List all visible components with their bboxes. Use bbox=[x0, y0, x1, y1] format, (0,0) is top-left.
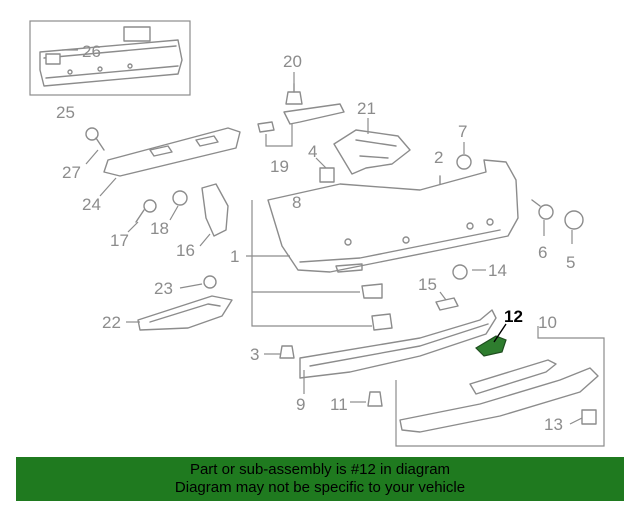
part-5-cap bbox=[564, 210, 584, 230]
reinforcement-box bbox=[29, 20, 191, 96]
callout-17: 17 bbox=[110, 231, 129, 250]
callout-20: 20 bbox=[283, 52, 302, 71]
callout-4: 4 bbox=[308, 142, 317, 161]
part-1-clip-b bbox=[371, 313, 393, 331]
part-23-bolt bbox=[203, 275, 217, 289]
part-18-nut bbox=[172, 190, 188, 206]
part-1-bumper-cover bbox=[267, 159, 519, 273]
callout-6: 6 bbox=[538, 243, 547, 262]
callout-12: 12 bbox=[504, 307, 523, 326]
part-24-absorber bbox=[103, 127, 241, 177]
part-20-pin bbox=[285, 83, 303, 105]
callout-3: 3 bbox=[250, 345, 259, 364]
callout-7: 7 bbox=[458, 122, 467, 141]
part-15-spacer bbox=[435, 297, 459, 311]
part-16-bracket bbox=[201, 183, 229, 237]
callout-23: 23 bbox=[154, 279, 173, 298]
callout-13: 13 bbox=[544, 415, 563, 434]
callout-10: 10 bbox=[538, 313, 557, 332]
part-17-bolt bbox=[135, 199, 157, 223]
callout-27: 27 bbox=[62, 163, 81, 182]
parts-diagram: 26 25 20 21 7 27 4 19 2 24 8 17 18 16 1 … bbox=[29, 20, 605, 447]
part-11-clip bbox=[367, 391, 383, 407]
callout-25: 25 bbox=[56, 103, 75, 122]
part-4-clip bbox=[319, 167, 335, 183]
callout-18: 18 bbox=[150, 219, 169, 238]
callout-5: 5 bbox=[566, 253, 575, 272]
callout-11: 11 bbox=[330, 395, 348, 414]
part-22-trim bbox=[137, 295, 233, 331]
callout-14: 14 bbox=[488, 261, 507, 280]
part-9-diffuser bbox=[299, 309, 497, 379]
callout-26: 26 bbox=[82, 42, 101, 61]
callout-15: 15 bbox=[418, 275, 437, 294]
part-21-bracket bbox=[333, 129, 411, 175]
part-3-clip bbox=[279, 345, 295, 359]
callout-21: 21 bbox=[357, 99, 376, 118]
part-26-reinforcement bbox=[39, 26, 183, 87]
part-27-bolt bbox=[85, 127, 105, 151]
callout-2: 2 bbox=[434, 148, 443, 167]
part-19-bracket bbox=[257, 103, 345, 133]
part-14-nut bbox=[452, 264, 468, 280]
banner-line-2: Diagram may not be specific to your vehi… bbox=[174, 479, 466, 496]
callout-24: 24 bbox=[82, 195, 101, 214]
part-10-box bbox=[395, 326, 605, 447]
part-7-grommet bbox=[456, 154, 472, 170]
callout-8: 8 bbox=[292, 193, 301, 212]
part-13-clip bbox=[581, 409, 597, 425]
part-10-moldings bbox=[399, 359, 599, 433]
callout-19: 19 bbox=[270, 157, 289, 176]
part-12-highlighted bbox=[475, 335, 507, 357]
callout-22: 22 bbox=[102, 313, 121, 332]
info-banner: Part or sub-assembly is #12 in diagram D… bbox=[16, 457, 624, 501]
part-1-clip-a bbox=[361, 283, 383, 299]
part-6-bolt bbox=[531, 199, 554, 220]
callout-1: 1 bbox=[230, 247, 239, 266]
callout-9: 9 bbox=[296, 395, 305, 414]
callout-16: 16 bbox=[176, 241, 195, 260]
banner-line-1: Part or sub-assembly is #12 in diagram bbox=[189, 461, 451, 478]
